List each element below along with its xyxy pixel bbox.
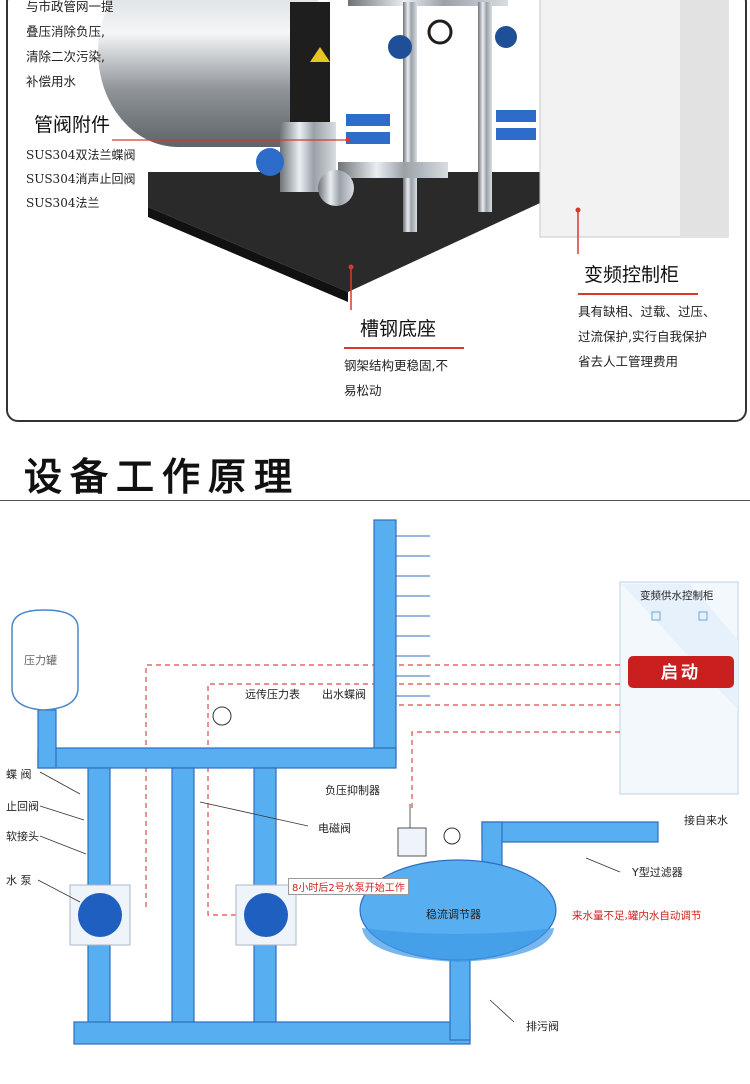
shortage-note: 来水量不足,罐内水自动调节: [572, 910, 702, 922]
outlet-valve-label: 出水蝶阀: [322, 688, 366, 701]
control-cabinet-title: 变频控制柜: [584, 264, 680, 286]
butterfly-valve-label: 蝶 阀: [6, 768, 32, 781]
channel-base-line: 钢架结构更稳固,不: [344, 358, 448, 373]
working-principle-diagram: [11, 519, 739, 1045]
control-cabinet-line: 具有缺相、过载、过压、: [578, 304, 716, 319]
pressure-tank-shape: [11, 609, 79, 711]
soft-joint-label: 软接头: [6, 830, 39, 843]
valve-accessories-title: 管阀附件: [34, 114, 111, 136]
top-caption-line: 叠压消除负压,: [26, 24, 105, 39]
drain-valve-label: 排污阀: [526, 1020, 559, 1033]
section-heading: 设备工作原理: [24, 454, 301, 499]
top-caption-line: 补偿用水: [26, 74, 77, 89]
control-cabinet-callout: 变频控制柜 具有缺相、过载、过压、 过流保护,实行自我保护 省去人工管理费用: [578, 260, 716, 374]
channel-base-line: 易松动: [344, 383, 382, 398]
y-filter-label: Y型过滤器: [632, 866, 683, 879]
product-photo-panel: 与市政管网一提 叠压消除负压, 清除二次污染, 补偿用水 管阀附件 SUS304…: [6, 0, 747, 422]
remote-gauge-shape: [212, 706, 232, 726]
valve-accessories-line: SUS304双法兰蝶阀: [26, 148, 136, 162]
channel-base-callout: 槽钢底座 钢架结构更稳固,不 易松动: [344, 314, 464, 403]
top-caption: 与市政管网一提 叠压消除负压, 清除二次污染, 补偿用水: [26, 0, 114, 94]
inlet-label: 接自来水: [684, 814, 728, 827]
negative-pressure-device: [397, 827, 427, 857]
pressure-tank-label: 压力罐: [24, 654, 57, 667]
valve-accessories-callout: 管阀附件 SUS304双法兰蝶阀 SUS304消声止回阀 SUS304法兰: [26, 110, 135, 215]
stabilizer-gauge-shape: [443, 827, 461, 845]
negative-pressure-label: 负压抑制器: [325, 784, 380, 797]
valve-accessories-line: SUS304消声止回阀: [26, 172, 136, 186]
pump2-timing-note: 8小时后2号水泵开始工作: [288, 878, 409, 895]
indicator-square: [698, 611, 708, 621]
top-caption-line: 清除二次污染,: [26, 49, 105, 64]
start-button-shape: [628, 656, 734, 688]
cabinet-title-label: 变频供水控制柜: [640, 590, 714, 602]
check-valve-label: 止回阀: [6, 800, 39, 813]
indicator-square: [651, 611, 661, 621]
start-button[interactable]: 启动: [661, 663, 701, 683]
control-cabinet-line: 省去人工管理费用: [578, 354, 679, 369]
remote-gauge-label: 远传压力表: [245, 688, 300, 701]
equipment-photo: [98, 0, 729, 310]
solenoid-valve-label: 电磁阀: [318, 822, 351, 835]
stabilizer-label: 稳流调节器: [426, 908, 481, 921]
top-caption-line: 与市政管网一提: [26, 0, 114, 14]
heading-divider: [0, 500, 750, 501]
callout-divider: [578, 293, 698, 295]
channel-base-title: 槽钢底座: [360, 318, 437, 340]
pump-label: 水 泵: [6, 874, 32, 887]
valve-accessories-line: SUS304法兰: [26, 196, 100, 210]
callout-divider: [344, 347, 464, 349]
control-cabinet-line: 过流保护,实行自我保护: [578, 329, 707, 344]
